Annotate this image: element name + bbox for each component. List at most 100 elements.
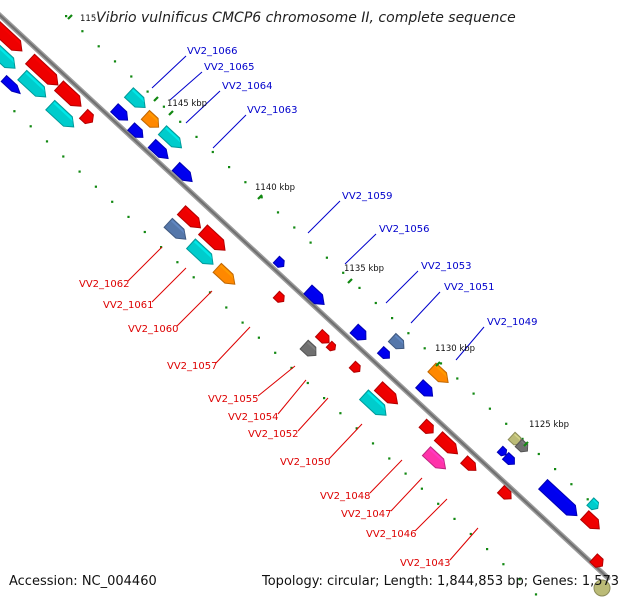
minor-tick-dot bbox=[228, 166, 231, 169]
gene-arrow-highlight bbox=[354, 362, 360, 369]
minor-tick-dot bbox=[211, 150, 214, 154]
gene-label[interactable]: VV2_1064 bbox=[222, 81, 273, 92]
gene-label[interactable]: VV2_1048 bbox=[320, 491, 371, 502]
minor-tick-dot bbox=[420, 487, 423, 490]
gene-arrow-highlight bbox=[394, 334, 404, 345]
gene-arrow-highlight bbox=[503, 487, 511, 496]
gene-arrow-highlight bbox=[278, 257, 284, 264]
gene-arrow-highlight bbox=[310, 286, 324, 300]
gene-label[interactable]: VV2_1055 bbox=[208, 394, 259, 405]
gene-arrow-red bbox=[24, 53, 59, 86]
minor-tick-dot bbox=[293, 226, 296, 229]
minor-tick-dot bbox=[323, 397, 326, 400]
gene-arrow-highlight bbox=[382, 348, 390, 355]
minor-tick-dot bbox=[423, 347, 426, 350]
gene-label[interactable]: VV2_1053 bbox=[421, 261, 472, 272]
gene-arrow-highlight bbox=[184, 207, 200, 223]
gene-arrow-highlight bbox=[61, 82, 81, 102]
gene-labels: VV2_1066VV2_1065VV2_1064VV2_1063VV2_1059… bbox=[79, 46, 538, 569]
gene-label[interactable]: VV2_1047 bbox=[341, 509, 392, 520]
minor-tick-dot bbox=[437, 502, 440, 505]
gene-arrow-highlight bbox=[165, 127, 181, 143]
gene-arrow-blue bbox=[126, 122, 144, 138]
minor-tick-dot bbox=[306, 381, 309, 385]
gene-label[interactable]: VV2_1057 bbox=[167, 361, 218, 372]
major-tick-mark bbox=[67, 14, 73, 20]
gene-arrow-blue bbox=[376, 345, 390, 360]
gene-label[interactable]: VV2_1063 bbox=[247, 105, 298, 116]
gene-arrow-highlight bbox=[587, 512, 599, 525]
gene-label-leader-line bbox=[344, 233, 377, 265]
minor-tick-dot bbox=[570, 483, 573, 486]
major-tick-mark bbox=[347, 278, 353, 284]
minor-tick-dot bbox=[179, 120, 182, 123]
minor-tick-dot bbox=[469, 532, 472, 536]
gene-arrow-highlight bbox=[441, 433, 457, 449]
gene-arrow-red bbox=[589, 553, 604, 568]
gene-label[interactable]: VV2_1056 bbox=[379, 224, 430, 235]
gene-arrow-cyan bbox=[123, 87, 146, 109]
gene-label[interactable]: VV2_1051 bbox=[444, 282, 495, 293]
minor-tick-dot bbox=[309, 241, 312, 244]
gene-label[interactable]: VV2_1061 bbox=[103, 300, 154, 311]
gene-arrow-highlight bbox=[422, 381, 433, 392]
gene-label-leader-line bbox=[257, 365, 296, 397]
minor-tick-dot bbox=[176, 261, 179, 264]
gene-label[interactable]: VV2_1060 bbox=[128, 324, 179, 335]
gene-arrow-blue bbox=[303, 284, 325, 306]
kbp-tick-label: 1135 kbp bbox=[344, 264, 384, 274]
gene-label-leader-line bbox=[455, 326, 485, 361]
gene-label[interactable]: VV2_1046 bbox=[366, 529, 417, 540]
gene-label[interactable]: VV2_1065 bbox=[204, 62, 255, 73]
minor-tick-dot bbox=[62, 155, 65, 158]
minor-tick-dot bbox=[257, 336, 260, 339]
minor-tick-dot bbox=[342, 271, 345, 274]
gene-label[interactable]: VV2_1050 bbox=[280, 457, 331, 468]
gene-label-leader-line bbox=[414, 498, 448, 532]
gene-label[interactable]: VV2_1043 bbox=[400, 558, 451, 569]
gene-arrow-highlight bbox=[178, 163, 192, 177]
gene-label[interactable]: VV2_1062 bbox=[79, 279, 130, 290]
gene-arrow-highlight bbox=[148, 111, 159, 123]
kbp-tick-label: 1125 kbp bbox=[529, 420, 569, 430]
gene-arrow-highlight bbox=[131, 89, 145, 103]
minor-tick-dot bbox=[453, 517, 456, 520]
gene-label-leader-line bbox=[127, 246, 163, 282]
gene-arrow-red bbox=[433, 431, 459, 455]
minor-tick-dot bbox=[554, 468, 557, 471]
gene-label[interactable]: VV2_1054 bbox=[228, 412, 279, 423]
gene-arrow-red bbox=[579, 510, 600, 530]
gene-arrow-blue bbox=[496, 445, 508, 457]
gene-arrow-orange bbox=[212, 262, 236, 285]
minor-tick-dot bbox=[127, 215, 130, 218]
gene-arrow-red bbox=[53, 80, 82, 107]
gene-arrow-highlight bbox=[306, 341, 316, 352]
minor-tick-dot bbox=[456, 377, 459, 380]
minor-tick-dot bbox=[505, 422, 508, 425]
gene-arrow-red bbox=[325, 340, 337, 352]
major-tick-mark bbox=[435, 361, 441, 367]
gene-label[interactable]: VV2_1049 bbox=[487, 317, 538, 328]
minor-tick-dot bbox=[404, 472, 407, 475]
gene-arrow-red bbox=[176, 205, 202, 229]
minor-tick-dot bbox=[146, 90, 149, 93]
minor-tick-dot bbox=[472, 392, 475, 395]
gene-arrow-highlight bbox=[53, 101, 73, 122]
gene-label[interactable]: VV2_1052 bbox=[248, 429, 299, 440]
minor-tick-dot bbox=[111, 200, 114, 203]
major-tick-mark bbox=[257, 194, 263, 200]
minor-tick-dot bbox=[65, 15, 68, 18]
gene-label[interactable]: VV2_1059 bbox=[342, 191, 393, 202]
minor-tick-dot bbox=[391, 317, 394, 320]
gene-arrow-highlight bbox=[466, 457, 476, 467]
kbp-tick-label: 1140 kbp bbox=[255, 183, 295, 193]
gene-arrow-highlight bbox=[193, 240, 213, 260]
gene-arrow-highlight bbox=[356, 325, 366, 336]
major-tick-mark bbox=[523, 441, 529, 447]
gene-arrow-highlight bbox=[429, 448, 445, 464]
minor-tick-dot bbox=[374, 301, 377, 305]
major-tick-mark bbox=[153, 96, 159, 102]
minor-tick-dot bbox=[488, 407, 491, 410]
gene-label[interactable]: VV2_1066 bbox=[187, 46, 238, 57]
gene-label-leader-line bbox=[390, 477, 423, 512]
